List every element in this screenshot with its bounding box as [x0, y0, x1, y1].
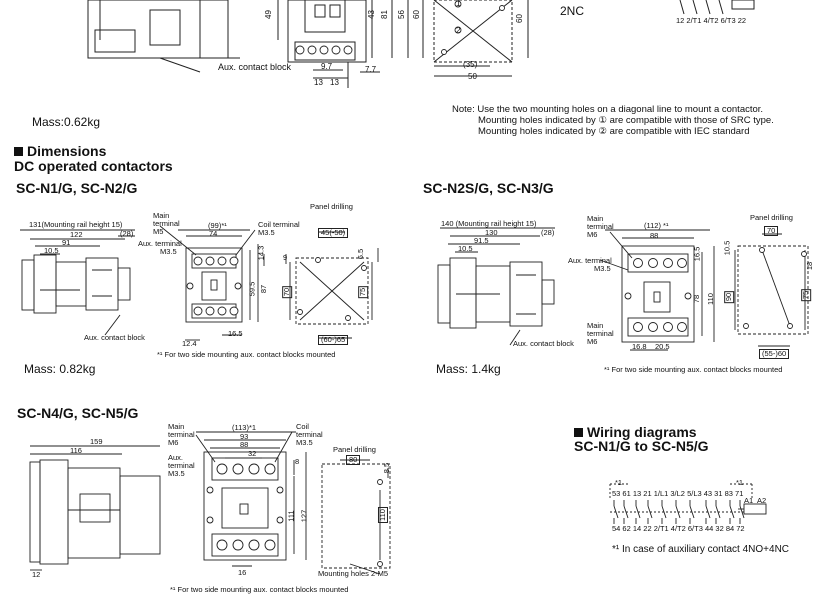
- n2s-dim-91-5: 91.5: [474, 236, 489, 245]
- n2s-aux-block-label: Aux. contact block: [513, 339, 574, 348]
- top-dim-9-7: 9.7: [321, 62, 333, 71]
- n2s-dim-28: (28): [541, 228, 555, 237]
- n2s-dim-130: 130: [485, 228, 498, 237]
- n4-dim-16: 16: [238, 568, 247, 577]
- n2s-dim-70: 70: [764, 226, 779, 236]
- n4-mounting-holes-label: Mounting holes 2-M5: [318, 569, 389, 578]
- n1-dim-91: 91: [62, 238, 71, 247]
- n4-dim-93: 93: [240, 432, 249, 441]
- n4-dim-88: 88: [240, 440, 249, 449]
- top-dim-13a: 13: [314, 78, 323, 87]
- n1-aux-block-label: Aux. contact block: [84, 333, 145, 342]
- n2s-panel-drilling-label: Panel drilling: [750, 213, 793, 222]
- wiring-heading: Wiring diagrams: [574, 424, 697, 440]
- n4-dim-113: (113)*1: [232, 423, 257, 432]
- top-dim-35: (35): [463, 60, 478, 69]
- wiring-star-2: *1: [736, 478, 744, 487]
- n1-dim-12-4: 12.4: [182, 339, 197, 348]
- n1-footnote: *¹ For two side mounting aux. contact bl…: [157, 350, 336, 359]
- wiring-star-1: *1: [615, 478, 623, 487]
- n1-panel-drilling-label: Panel drilling: [310, 202, 353, 211]
- bullet-square-icon: [574, 428, 583, 437]
- n2s-footnote: *¹ For two side mounting aux. contact bl…: [604, 365, 783, 374]
- n2s-dim-10-5: 10.5: [458, 244, 473, 253]
- n1-dim-45-50: 45(-50): [318, 228, 349, 238]
- top-hole-2-label: 2: [456, 26, 461, 35]
- dimensions-subtitle: DC operated contactors: [14, 158, 173, 174]
- n4-panel-drilling-label: Panel drilling: [333, 445, 376, 454]
- n4-dim-32: 32: [248, 449, 257, 458]
- n4-dim-80: 80: [346, 455, 361, 465]
- n1-mass: Mass: 0.82kg: [24, 362, 96, 376]
- n1-dim-10-5: 10.5: [44, 246, 59, 255]
- wiring-footnote: *¹ In case of auxiliary contact 4NO+4NC: [612, 544, 790, 555]
- n4-dim-8: 8: [295, 457, 300, 466]
- top-note-line-1: Note: Use the two mounting holes on a di…: [452, 104, 764, 115]
- wiring-a1-label: A1: [744, 496, 754, 505]
- n4-footnote: *¹ For two side mounting aux. contact bl…: [170, 585, 349, 594]
- n1-dim-16-5: 16.5: [228, 329, 243, 338]
- n2s-dim-55-60: (55-)60: [759, 349, 790, 359]
- top-aux-contact-label: Aux. contact block: [218, 62, 292, 72]
- wiring-bottom-terminals: 54 62 14 22 2/T1 4/T2 6/T3 44 32 84 72: [612, 524, 745, 533]
- n4-dim-159: 159: [90, 437, 103, 446]
- wiring-a2-label: A2: [757, 496, 767, 505]
- n2s-rail-dim: 140 (Mounting rail height 15): [441, 219, 537, 228]
- n2s-mass: Mass: 1.4kg: [436, 362, 501, 376]
- n2s-model-title: SC-N2S/G, SC-N3/G: [423, 180, 554, 196]
- n2s-dim-88: 88: [650, 231, 659, 240]
- wiring-subtitle: SC-N1/G to SC-N5/G: [574, 438, 709, 454]
- n1-dim-122: 122: [70, 230, 83, 239]
- top-note-line-2: Mounting holes indicated by ① are compat…: [478, 115, 774, 126]
- wiring-top-terminals: 53 61 13 21 1/L1 3/L2 5/L3 43 31 83 71: [612, 489, 744, 498]
- dimensions-heading: Dimensions: [14, 143, 106, 159]
- top-2nc-label: 2NC: [560, 4, 585, 18]
- top-dim-13b: 13: [330, 78, 339, 87]
- n1-rail-dim: 131(Mounting rail height 15): [29, 220, 123, 229]
- top-mass: Mass:0.62kg: [32, 115, 101, 129]
- n4-dim-12: 12: [32, 570, 41, 579]
- n1-model-title: SC-N1/G, SC-N2/G: [16, 180, 138, 196]
- n1-dim-28: (28): [120, 229, 134, 238]
- top-dim-7-7: 7.7: [365, 65, 377, 74]
- n4-model-title: SC-N4/G, SC-N5/G: [17, 405, 139, 421]
- bullet-square-icon: [14, 147, 23, 156]
- n4-dim-116: 116: [70, 446, 82, 455]
- n2s-dim-112: (112) *¹: [644, 221, 669, 230]
- top-hole-1-label: 1: [456, 0, 461, 8]
- n1-dim-9: 9: [283, 253, 288, 262]
- n1-dim-60-65: (60-)65: [318, 335, 349, 345]
- n1-dim-74: 74: [209, 229, 218, 238]
- top-note-line-3: Mounting holes indicated by ② are compat…: [478, 126, 750, 137]
- top-dim-50: 50: [468, 72, 477, 81]
- top-terminal-labels: 12 2/T1 4/T2 6/T3 22: [676, 16, 747, 25]
- n2s-dim-20-5: 20.5: [655, 342, 670, 351]
- n1-dim-99: (99)*¹: [208, 221, 227, 230]
- n2s-dim-16-8: 16.8: [632, 342, 647, 351]
